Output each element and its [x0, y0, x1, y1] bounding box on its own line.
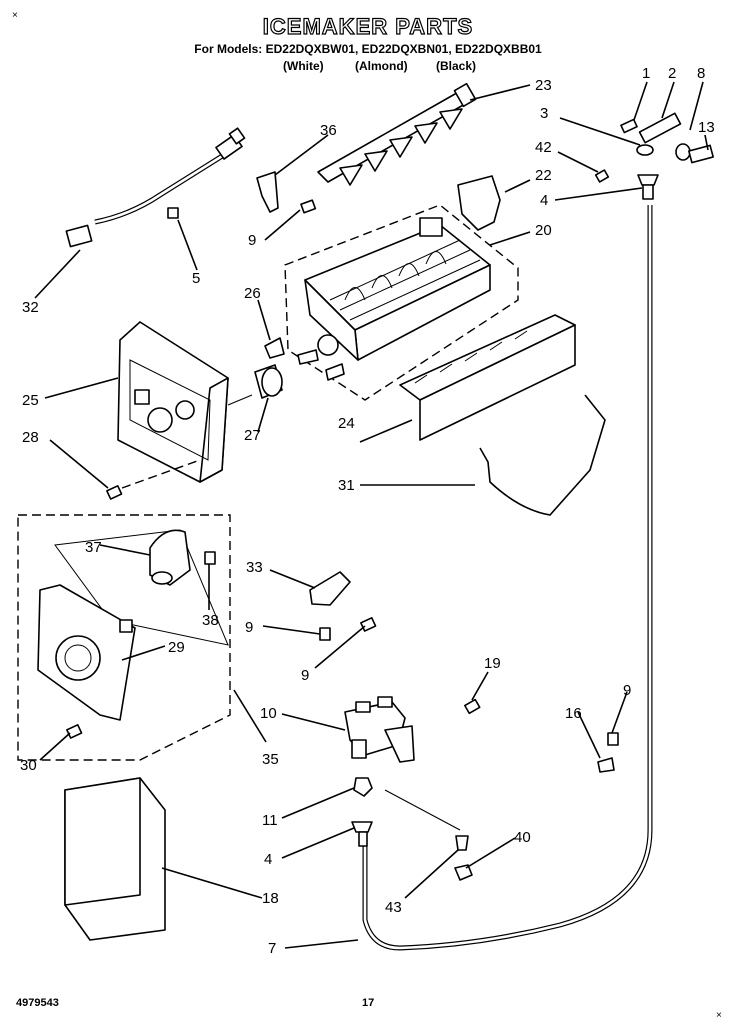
callout-25: 25 — [22, 392, 39, 409]
module-kit-box — [17, 514, 231, 761]
callout-3: 3 — [540, 105, 548, 122]
callout-4b: 4 — [264, 851, 272, 868]
grommet — [455, 835, 469, 851]
control-module — [37, 584, 136, 721]
wiring-harness — [65, 127, 246, 248]
callout-10: 10 — [260, 705, 277, 722]
callout-31: 31 — [338, 477, 355, 494]
callout-9d: 9 — [623, 682, 631, 699]
mounting-bracket — [256, 171, 279, 213]
callout-29: 29 — [168, 639, 185, 656]
callout-23: 23 — [535, 77, 552, 94]
ejector-blade-assembly — [317, 82, 477, 186]
clip — [264, 337, 285, 359]
color-black: (Black) — [436, 59, 477, 73]
corner-mark: × — [716, 1010, 722, 1021]
callout-28: 28 — [22, 429, 39, 446]
nut — [353, 777, 373, 797]
screw — [464, 698, 481, 715]
callout-43: 43 — [385, 899, 402, 916]
corner-mark: × — [12, 10, 18, 21]
callout-18: 18 — [262, 890, 279, 907]
color-almond: (Almond) — [355, 59, 408, 73]
callout-30: 30 — [20, 757, 37, 774]
callout-9: 9 — [248, 232, 256, 249]
water-valve — [344, 696, 415, 763]
screw — [607, 732, 619, 746]
callout-40: 40 — [514, 829, 531, 846]
screw — [300, 199, 317, 214]
screw — [106, 485, 123, 500]
callout-32: 32 — [22, 299, 39, 316]
control-housing — [117, 321, 229, 483]
page-number: 17 — [362, 997, 375, 1009]
callout-2: 2 — [668, 65, 676, 82]
fill-cup — [457, 175, 501, 231]
callout-1: 1 — [642, 65, 650, 82]
callout-36: 36 — [320, 122, 337, 139]
callout-22: 22 — [535, 167, 552, 184]
screw — [319, 627, 331, 641]
callout-26: 26 — [244, 285, 261, 302]
callout-16: 16 — [565, 705, 582, 722]
shutoff-arm — [479, 394, 606, 516]
mold-outline — [284, 204, 519, 401]
insert — [351, 821, 373, 833]
callout-24: 24 — [338, 415, 355, 432]
callout-9c: 9 — [301, 667, 309, 684]
callout-11: 11 — [262, 812, 278, 829]
callout-7: 7 — [268, 940, 276, 957]
callout-27: 27 — [244, 427, 261, 444]
motor — [149, 529, 191, 586]
callout-13: 13 — [698, 119, 715, 136]
doc-number: 4979543 — [16, 997, 59, 1009]
page-title: ICEMAKER PARTS — [262, 13, 474, 39]
callout-20: 20 — [535, 222, 552, 239]
callout-35: 35 — [262, 751, 279, 768]
ice-mold — [304, 217, 491, 361]
callout-38: 38 — [202, 612, 219, 629]
fill-tube-assembly — [594, 112, 714, 200]
screw — [66, 724, 83, 739]
nut — [454, 864, 473, 881]
color-white: (White) — [283, 59, 324, 73]
callout-42: 42 — [535, 139, 552, 156]
callout-5: 5 — [192, 270, 200, 287]
screw — [360, 617, 377, 632]
callout-19: 19 — [484, 655, 501, 672]
callout-8: 8 — [697, 65, 705, 82]
callout-37: 37 — [85, 539, 102, 556]
models-line: For Models: ED22DQXBW01, ED22DQXBN01, ED… — [194, 42, 542, 56]
ice-stripper — [399, 314, 576, 441]
screw — [204, 551, 216, 565]
callout-9b: 9 — [245, 619, 253, 636]
tube-clamp — [597, 757, 615, 773]
callout-labels: 1 2 8 3 13 42 4 22 23 36 9 5 32 20 26 25… — [20, 65, 715, 957]
icemaker-cover — [64, 777, 166, 941]
bracket — [309, 571, 351, 606]
callout-33: 33 — [246, 559, 263, 576]
leader-lines — [34, 81, 709, 949]
callout-4: 4 — [540, 192, 548, 209]
